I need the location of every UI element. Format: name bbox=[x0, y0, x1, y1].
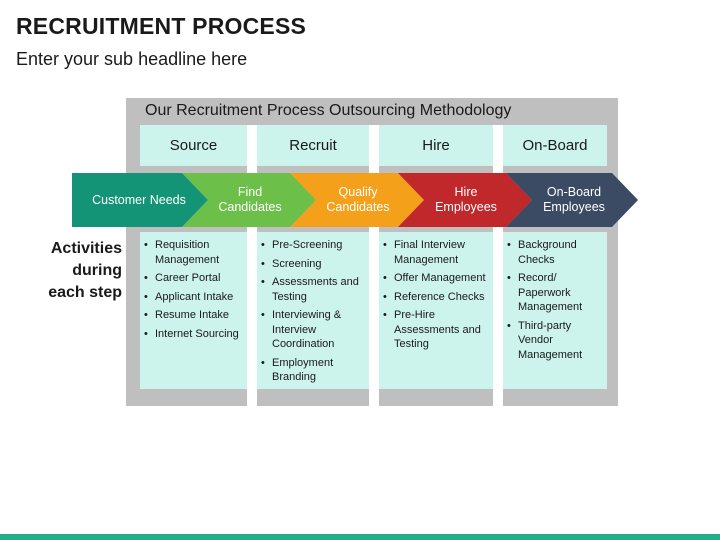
step-label-find-candidates: Find Candidates bbox=[218, 185, 282, 214]
activity-item: Resume Intake bbox=[144, 308, 243, 323]
activity-item: Pre-Screening bbox=[261, 238, 365, 253]
activity-item: Pre-Hire Assessments and Testing bbox=[383, 308, 489, 352]
column-header-source: Source bbox=[140, 125, 247, 166]
page-title: RECRUITMENT PROCESS bbox=[16, 13, 307, 39]
methodology-title: Our Recruitment Process Outsourcing Meth… bbox=[145, 102, 512, 119]
step-shape-on-board-employees bbox=[506, 173, 638, 227]
activity-item: Assessments and Testing bbox=[261, 275, 365, 304]
page-subtitle: Enter your sub headline here bbox=[16, 49, 248, 69]
activity-item: Requisition Management bbox=[144, 238, 243, 267]
activity-item: Third-party Vendor Management bbox=[507, 319, 603, 363]
activity-item: Applicant Intake bbox=[144, 290, 243, 305]
step-shape-customer-needs bbox=[72, 173, 208, 227]
activity-item: Background Checks bbox=[507, 238, 603, 267]
activity-item: Employment Branding bbox=[261, 356, 365, 385]
column-header-hire: Hire bbox=[379, 125, 493, 166]
activity-item: Career Portal bbox=[144, 271, 243, 286]
activities-source: Requisition Management Career Portal App… bbox=[140, 232, 247, 389]
step-label-hire-employees: Hire Employees bbox=[435, 185, 497, 214]
activity-item: Internet Sourcing bbox=[144, 327, 243, 342]
activity-item: Final Interview Management bbox=[383, 238, 489, 267]
activity-item: Offer Management bbox=[383, 271, 489, 286]
step-shape-hire-employees bbox=[398, 173, 532, 227]
activity-item: Interviewing & Interview Coordination bbox=[261, 308, 365, 352]
activity-item: Record/ Paperwork Management bbox=[507, 271, 603, 315]
activity-item: Screening bbox=[261, 257, 365, 272]
column-separator bbox=[369, 125, 379, 406]
step-label-qualify-candidates: Qualify Candidates bbox=[326, 185, 390, 214]
step-label-customer-needs: Customer Needs bbox=[92, 192, 186, 207]
activities-hire: Final Interview Management Offer Managem… bbox=[379, 232, 493, 389]
step-label-on-board-employees: On-Board Employees bbox=[543, 185, 605, 214]
activity-item: Reference Checks bbox=[383, 290, 489, 305]
activities-recruit: Pre-Screening Screening Assessments and … bbox=[257, 232, 369, 389]
column-header-on-board: On-Board bbox=[503, 125, 607, 166]
footer-accent-bar bbox=[0, 534, 720, 540]
activities-on-board: Background Checks Record/ Paperwork Mana… bbox=[503, 232, 607, 389]
column-separator bbox=[247, 125, 257, 406]
column-header-recruit: Recruit bbox=[257, 125, 369, 166]
activities-label: Activities during each step bbox=[48, 240, 122, 301]
column-separator bbox=[493, 125, 503, 406]
step-shape-qualify-candidates bbox=[290, 173, 424, 227]
step-shape-find-candidates bbox=[182, 173, 316, 227]
